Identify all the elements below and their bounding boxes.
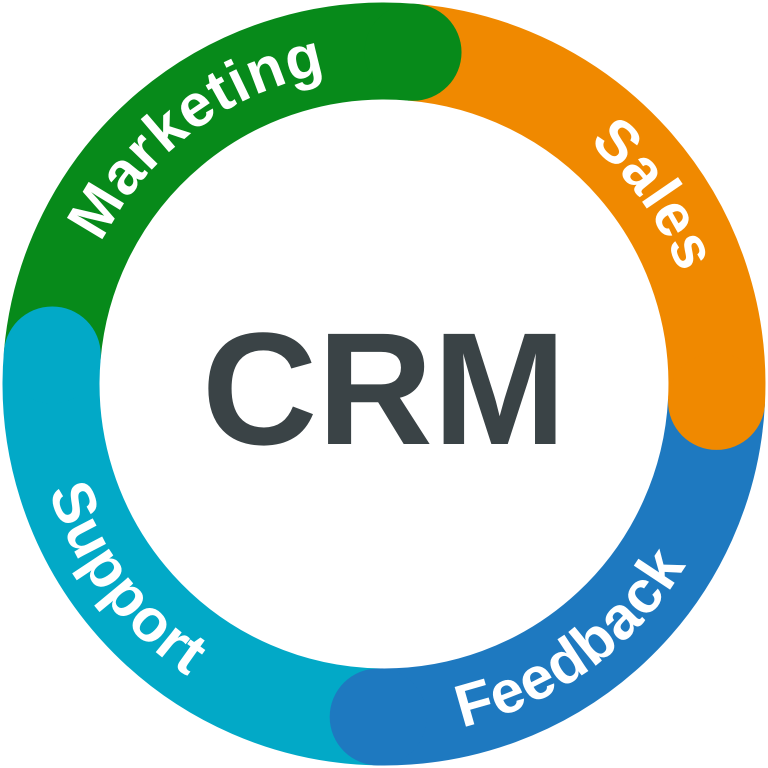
segment-cap-support xyxy=(3,306,101,404)
segment-support xyxy=(2,350,380,766)
segment-feedback xyxy=(377,398,765,766)
crm-title: CRM xyxy=(202,299,566,478)
segment-marketing xyxy=(3,2,418,360)
segment-cap-marketing xyxy=(364,3,462,101)
segment-sales xyxy=(408,3,766,404)
segment-cap-feedback xyxy=(329,668,427,766)
segment-cap-sales xyxy=(668,352,766,450)
ring-segment-caps xyxy=(3,3,766,766)
